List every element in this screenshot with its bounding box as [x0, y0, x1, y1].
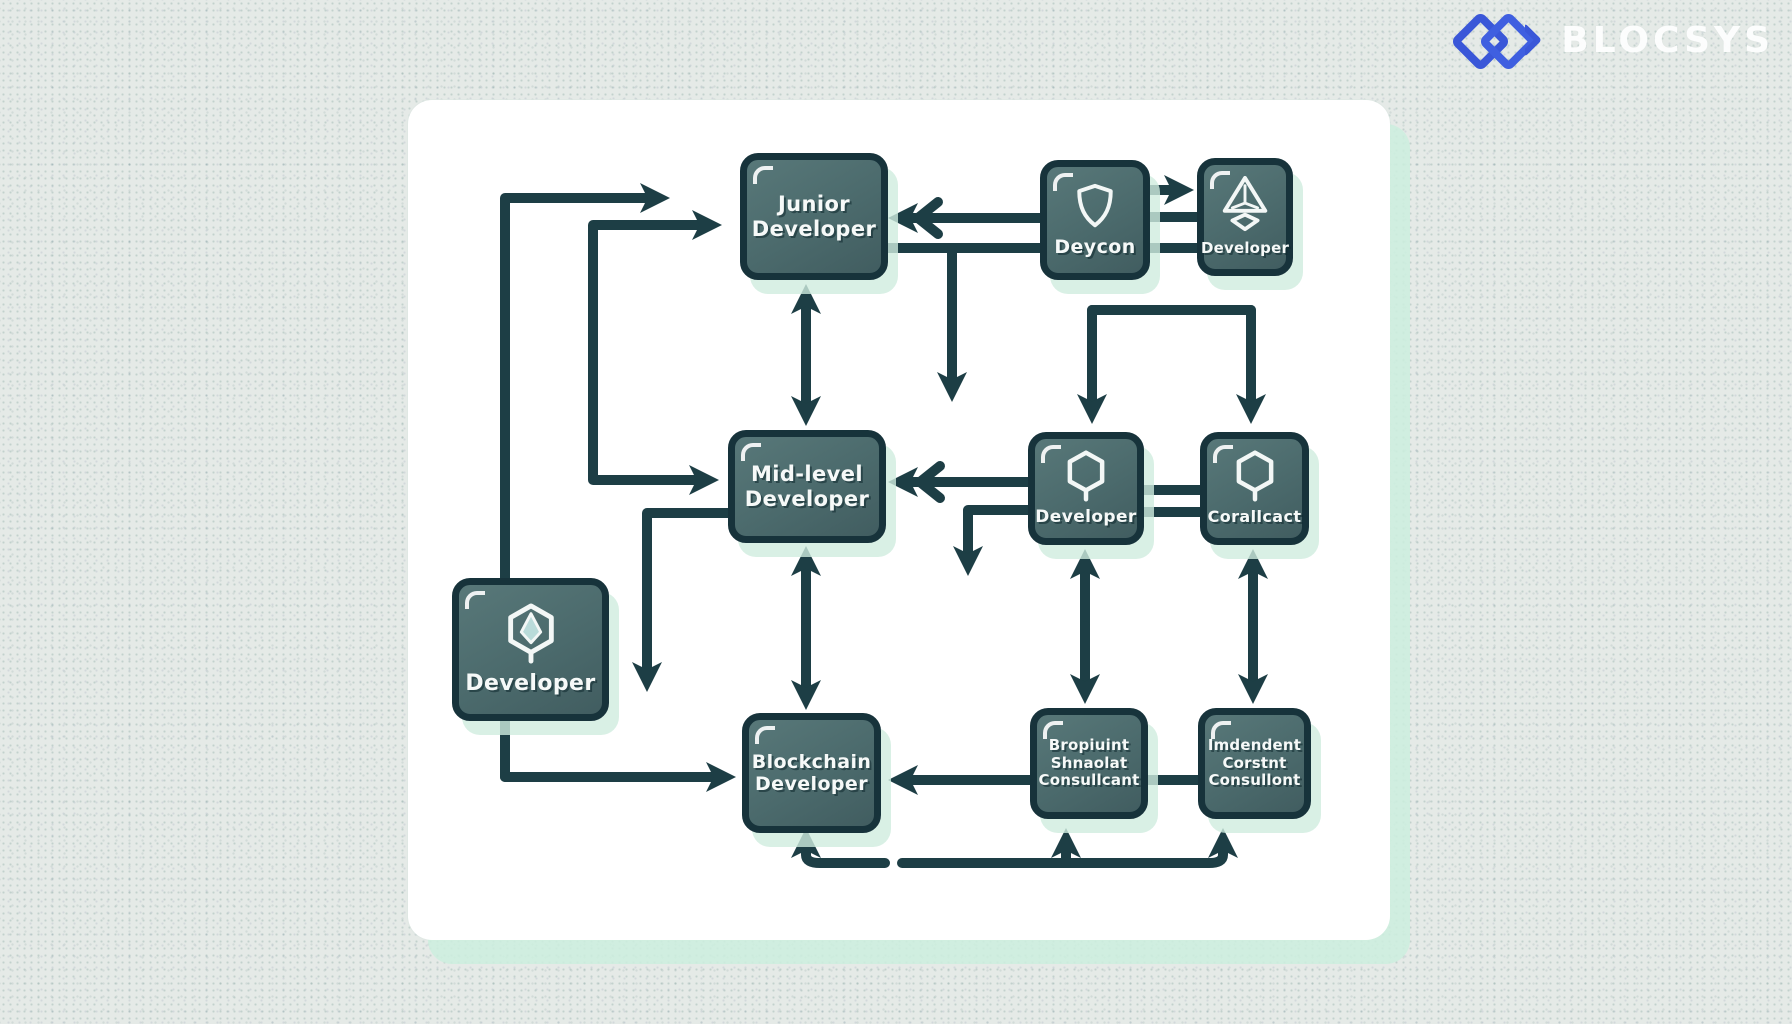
- brand-logo: BLOCSYS: [1450, 11, 1774, 72]
- node-bropiuint-consultant: Bropiuint Shnaolat Consullcant: [1030, 708, 1148, 819]
- node-label: Consullcant: [1038, 771, 1140, 790]
- node-corallcact: Corallcact: [1200, 432, 1309, 545]
- brand-name: BLOCSYS: [1561, 19, 1774, 61]
- node-label: Corstnt: [1222, 753, 1287, 772]
- node-label: Developer: [1035, 506, 1137, 527]
- interlocked-diamonds-icon: [1450, 11, 1547, 72]
- node-developer-left: Developer: [452, 578, 609, 721]
- node-label: Developer: [744, 486, 870, 511]
- gem-hexagon-icon: [503, 603, 559, 665]
- node-label: Developer: [1200, 239, 1290, 258]
- node-label: Developer: [755, 773, 868, 795]
- node-label: Deycon: [1054, 235, 1136, 258]
- node-label: Corallcact: [1207, 507, 1302, 527]
- node-developer-top-right: Developer: [1197, 158, 1293, 276]
- node-label: Junior: [777, 192, 851, 217]
- node-imdendent-consultant: Imdendent Corstnt Consullont: [1198, 708, 1311, 819]
- node-label: Shnaolat: [1050, 753, 1128, 772]
- hexagon-icon: [1064, 450, 1108, 502]
- node-developer-middle: Developer: [1028, 432, 1144, 545]
- node-deycon: Deycon: [1040, 160, 1150, 280]
- node-label: Consullont: [1208, 771, 1301, 790]
- node-label: Blockchain: [751, 750, 872, 773]
- node-junior-developer: Junior Developer: [740, 153, 888, 280]
- pyramid-icon: [1219, 176, 1271, 234]
- node-label: Imdendent: [1207, 736, 1302, 755]
- hexagon-icon: [1233, 450, 1277, 502]
- shield-icon: [1074, 182, 1116, 230]
- node-label: Bropiuint: [1048, 736, 1130, 755]
- node-label: Mid-level: [750, 462, 863, 487]
- node-blockchain-developer: Blockchain Developer: [742, 713, 881, 833]
- node-label: Developer: [751, 216, 877, 241]
- node-mid-level-developer: Mid-level Developer: [728, 430, 886, 543]
- node-label: Developer: [465, 670, 596, 696]
